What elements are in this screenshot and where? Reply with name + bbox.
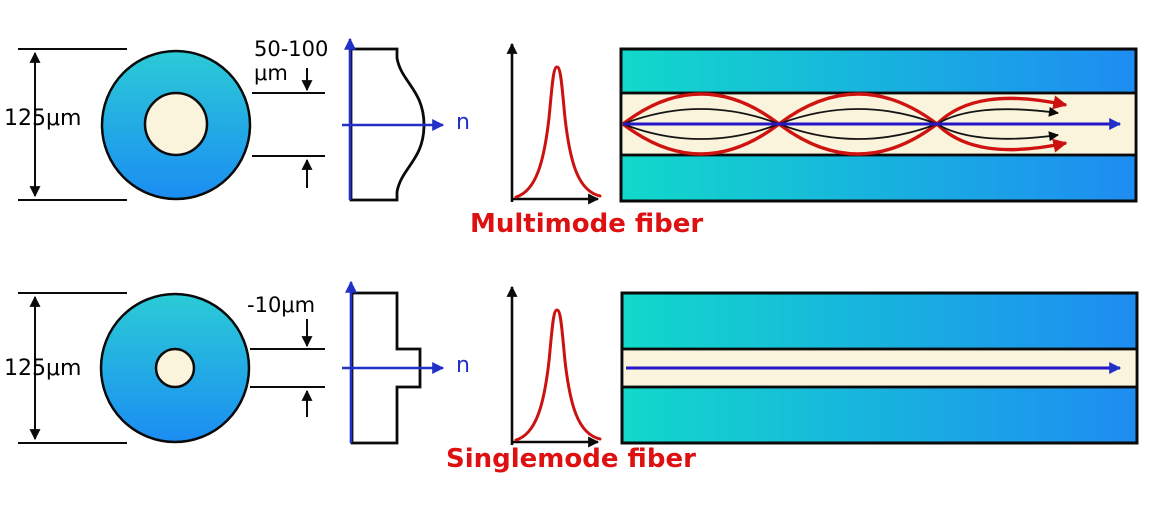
low-order-mode-rays — [622, 106, 1059, 142]
multimode-fiber-side-view — [619, 47, 1138, 203]
singlemode-cladding-diameter-label: 125μm — [4, 356, 82, 381]
singlemode-title: Singlemode fiber — [446, 444, 696, 474]
multimode-cladding-diameter-label: 125μm — [4, 106, 82, 131]
field-intensity-curve — [514, 308, 602, 442]
multimode-field-plot — [506, 42, 602, 205]
singlemode-index-profile — [342, 280, 445, 445]
singlemode-core-diameter-label: -10μm — [247, 293, 316, 317]
multimode-title: Multimode fiber — [470, 209, 704, 239]
singlemode-row — [18, 280, 1139, 448]
multimode-row — [18, 37, 1138, 205]
singlemode-fiber-side-view — [620, 291, 1139, 445]
singlemode-index-axis-label: n — [456, 353, 470, 378]
multimode-index-axis-label: n — [456, 110, 470, 135]
core-circle — [143, 91, 209, 157]
multimode-core-diameter-label: 50-100 μm — [254, 37, 329, 86]
high-order-mode-rays — [621, 92, 1068, 156]
core-circle — [154, 347, 196, 389]
field-intensity-curve — [514, 65, 602, 199]
singlemode-field-plot — [506, 285, 602, 448]
multimode-cross-section — [18, 48, 325, 201]
singlemode-cross-section — [18, 292, 325, 444]
multimode-index-profile — [342, 37, 445, 202]
